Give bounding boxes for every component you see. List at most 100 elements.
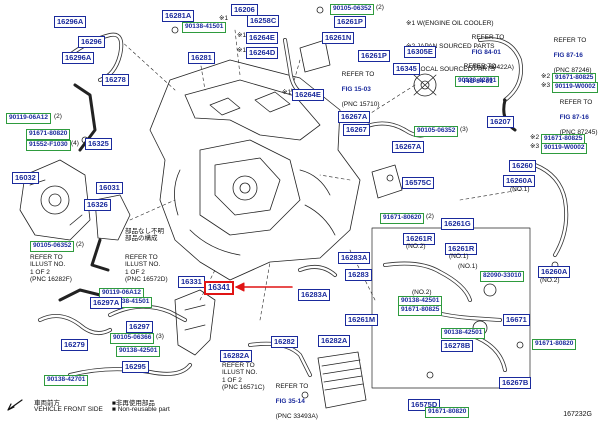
refer-pnc: (PNC 89422A) — [471, 64, 514, 72]
part-16264d[interactable]: 16264D — [246, 47, 279, 59]
part-16297a[interactable]: 16297A — [90, 297, 123, 309]
part-90138-42501-a[interactable]: 90138-42501 — [116, 346, 161, 357]
part-90105-06352-b[interactable]: 90105-06352 — [414, 126, 459, 137]
part-16267a-2[interactable]: 16267A — [392, 141, 425, 153]
refer-fig-87-16-a[interactable]: REFER TO FIG 87-16 (PNC 87246) — [550, 30, 592, 75]
refer-pnc: (PNC 87245) — [559, 129, 598, 137]
refer-fig-35-14[interactable]: REFER TO FIG 35-14 (PNC 33493A) — [272, 376, 318, 421]
refer-fig[interactable]: FIG 35-14 — [275, 398, 305, 406]
leader-lines — [119, 29, 521, 321]
part-16281[interactable]: 16281 — [188, 52, 215, 64]
part-16260a-2[interactable]: 16260A — [538, 266, 571, 278]
part-91671-80820-c[interactable]: 91671-80820 — [425, 407, 470, 418]
refer-fig-84-01-a[interactable]: REFER TO FIG 84-01 (PNC 89422A) — [468, 27, 514, 72]
qty-2-b: (2) — [54, 113, 62, 120]
part-16261r[interactable]: 16261R — [403, 233, 436, 245]
part-16264e[interactable]: 16264E — [246, 32, 278, 44]
part-16260a[interactable]: 16260A — [503, 175, 536, 187]
part-90105-06352-a[interactable]: 90105-06352 — [330, 4, 375, 15]
part-16575d[interactable]: 16575D — [408, 399, 441, 411]
refer-prefix: REFER TO — [559, 99, 593, 107]
part-16671[interactable]: 16671 — [503, 314, 530, 326]
part-82090-33010[interactable]: 82090-33010 — [480, 271, 525, 282]
part-16258c[interactable]: 16258C — [247, 15, 280, 27]
housing-16031 — [94, 194, 131, 241]
bracket-16575c — [371, 164, 403, 199]
part-16305e[interactable]: 16305E — [404, 46, 436, 58]
part-90138-41501[interactable]: 90138-41501 — [182, 22, 227, 33]
part-16296a[interactable]: 16296A — [54, 16, 87, 28]
part-16283[interactable]: 16283 — [345, 269, 372, 281]
part-16281a[interactable]: 16281A — [162, 10, 195, 22]
part-16267a[interactable]: 16267A — [338, 111, 371, 123]
mark-1-c: ※1 — [237, 47, 247, 54]
part-91671-80820-a[interactable]: 91671-80820 — [26, 129, 71, 140]
part-16297[interactable]: 16297 — [126, 321, 153, 333]
refer-illust-16572d[interactable]: REFER TO ILLUST NO. 1 OF 2 (PNC 16572D) — [125, 254, 168, 284]
refer-fig[interactable]: FIG 84-01 — [471, 49, 501, 57]
part-90138-42701-b[interactable]: 90138-42701 — [44, 375, 89, 386]
part-16260[interactable]: 16260 — [509, 160, 536, 172]
part-16295[interactable]: 16295 — [122, 361, 149, 373]
part-90119-w0002-b[interactable]: 90119-W0002 — [541, 143, 588, 154]
refer-fig[interactable]: FIG 84-01 — [463, 78, 493, 86]
bracket-16331 — [174, 289, 216, 356]
part-16283a[interactable]: 16283A — [338, 252, 371, 264]
refer-fig[interactable]: FIG 87-16 — [559, 114, 589, 122]
part-16282a-2[interactable]: 16282A — [318, 335, 351, 347]
part-16261r-2[interactable]: 16261R — [445, 243, 478, 255]
refer-illust-16282f[interactable]: REFER TO ILLUST NO. 1 OF 2 (PNC 16282F) — [30, 254, 72, 284]
parts-structure-note: 部品なし不明 部品の構成 — [125, 228, 164, 243]
part-16279[interactable]: 16279 — [61, 339, 88, 351]
part-16282[interactable]: 16282 — [271, 336, 298, 348]
part-16345[interactable]: 16345 — [393, 63, 420, 75]
part-16296[interactable]: 16296 — [78, 36, 105, 48]
part-91671-80825-c[interactable]: 91671-80825 — [398, 305, 443, 316]
non-reusable-label: ■ Non-reusable part — [112, 406, 170, 413]
part-16326[interactable]: 16326 — [84, 199, 111, 211]
refer-fig[interactable]: FIG 15-03 — [341, 86, 371, 94]
refer-fig-84-01-b[interactable]: REFER TO FIG 84-01 — [460, 56, 497, 86]
qty-3-a: (3) — [460, 126, 468, 133]
part-90119-06a12-a[interactable]: 90119-06A12 — [6, 113, 52, 124]
hose-16279 — [38, 314, 112, 336]
part-16206[interactable]: 16206 — [231, 4, 258, 16]
part-16032[interactable]: 16032 — [12, 172, 39, 184]
refer-fig-15-03[interactable]: REFER TO FIG 15-03 (PNC 15710) — [338, 64, 380, 109]
part-91552-f1030[interactable]: 91552-F1030 — [26, 140, 71, 151]
part-16278b[interactable]: 16278B — [441, 340, 474, 352]
part-90105-06352-c[interactable]: 90105-06352 — [30, 241, 75, 252]
part-90138-42501-c[interactable]: 90138-42501 — [441, 328, 486, 339]
part-16261g[interactable]: 16261G — [441, 218, 474, 230]
part-16261p-2[interactable]: 16261P — [358, 50, 390, 62]
part-16325[interactable]: 16325 — [85, 138, 112, 150]
part-16261p[interactable]: 16261P — [334, 16, 366, 28]
part-91671-80820-b[interactable]: 91671-80820 — [532, 339, 577, 350]
part-91671-80620[interactable]: 91671-80620 — [380, 213, 425, 224]
note-no2-b: (NO.2) — [540, 277, 560, 284]
part-16282a[interactable]: 16282A — [220, 350, 253, 362]
part-16261m[interactable]: 16261M — [345, 314, 379, 326]
part-90119-w0002-a[interactable]: 90119-W0002 — [552, 82, 599, 93]
part-16264e-2[interactable]: 16264E — [292, 89, 324, 101]
part-16278[interactable]: 16278 — [102, 74, 129, 86]
refer-fig-87-16-b[interactable]: REFER TO FIG 87-16 (PNC 87245) — [556, 92, 598, 137]
part-16207[interactable]: 16207 — [487, 116, 514, 128]
part-16267[interactable]: 16267 — [343, 124, 370, 136]
refer-fig[interactable]: FIG 87-16 — [553, 52, 583, 60]
part-16296a-2[interactable]: 16296A — [62, 52, 95, 64]
part-16341-highlighted[interactable]: 16341 — [204, 281, 235, 295]
refer-prefix: REFER TO — [553, 37, 587, 45]
mark-3-b: ※3 — [530, 143, 540, 150]
part-16283a-2[interactable]: 16283A — [298, 289, 331, 301]
part-16031[interactable]: 16031 — [96, 182, 123, 194]
refer-illust-16571c[interactable]: REFER TO ILLUST NO. 1 OF 2 (PNC 16571C) — [222, 362, 265, 392]
part-16575c[interactable]: 16575C — [402, 177, 435, 189]
part-16267b[interactable]: 16267B — [499, 377, 532, 389]
part-16331[interactable]: 16331 — [178, 276, 205, 288]
mark-2-b: ※2 — [530, 134, 540, 141]
part-90105-06366[interactable]: 90105-06366 — [110, 333, 155, 344]
refer-pnc: (PNC 33493A) — [275, 413, 318, 421]
part-16261n[interactable]: 16261N — [322, 32, 355, 44]
part-90138-42701[interactable]: 90138-42701 — [455, 76, 500, 87]
